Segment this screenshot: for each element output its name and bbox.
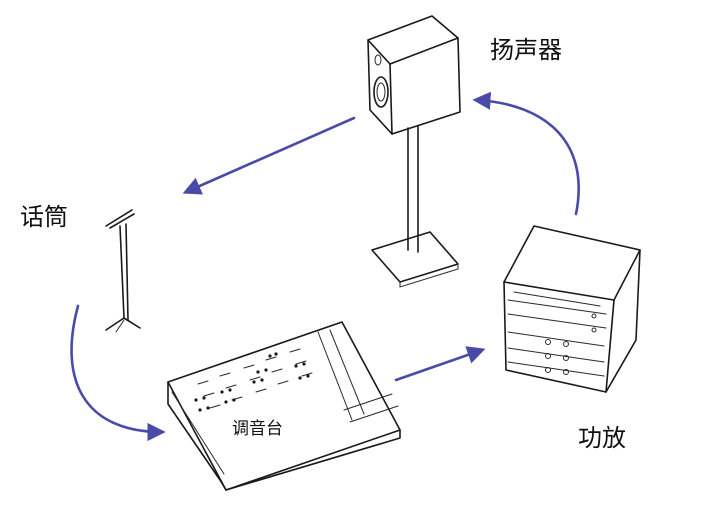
arrow-speaker-to-microphone [182,116,356,195]
mixer-icon [167,321,401,491]
arrow-mixer-to-amplifier [394,346,486,382]
amplifier-icon [503,225,641,393]
speaker-label: 扬声器 [490,36,562,64]
arrow-microphone-to-mixer [70,304,166,442]
microphone-label: 话筒 [20,203,68,231]
microphone-icon [105,209,141,333]
amplifier-label: 功放 [578,424,626,452]
arrow-amplifier-to-speaker [472,91,580,216]
speaker-icon [367,15,461,288]
mixer-label: 调音台 [232,419,283,439]
